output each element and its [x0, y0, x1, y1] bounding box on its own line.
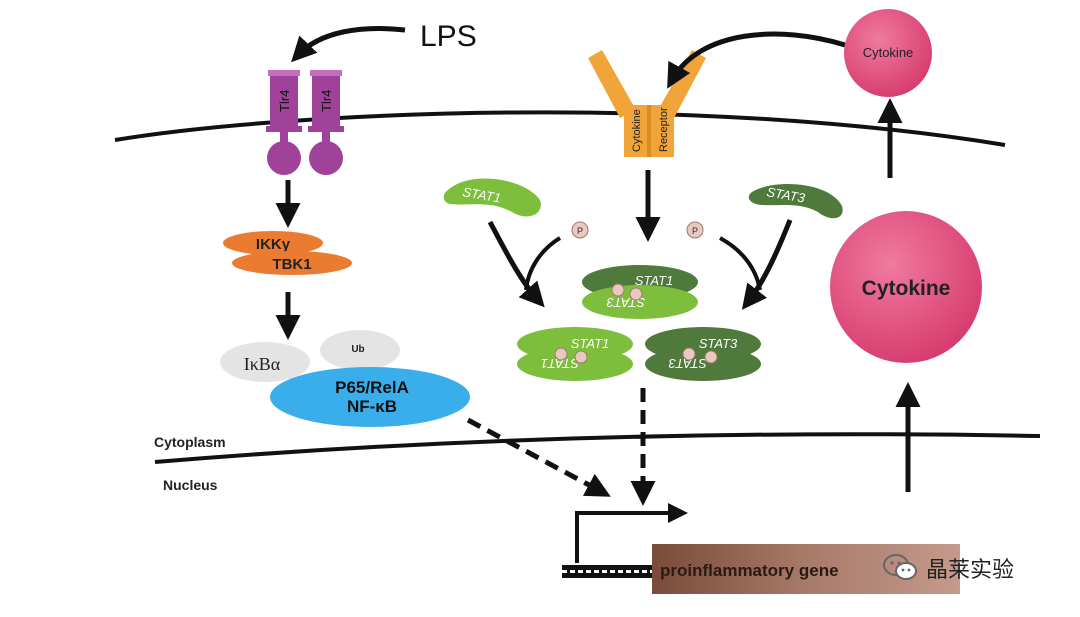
stat3-phospho-join	[719, 236, 762, 291]
tlr4-right-label: Tlr4	[319, 90, 334, 112]
lps-label: LPS	[420, 20, 477, 53]
nfkb-bubble	[270, 367, 470, 427]
watermark-text: 晶莱实验	[926, 558, 1015, 583]
dna-strand	[562, 565, 652, 578]
tlr4-receptor-pair: Tlr4 Tlr4	[266, 70, 344, 175]
wechat-icon	[883, 554, 917, 580]
homo3-top-label: STAT3	[699, 336, 738, 351]
ikk-gamma-label: IKKγ	[256, 236, 291, 253]
homo1-bottom-label: STAT1	[541, 356, 580, 371]
nfkb-complex: IκBα Ub P65/RelA NF-κB	[220, 330, 470, 427]
phosphate-right: P	[686, 221, 704, 239]
stat1-monomer	[443, 178, 541, 217]
stat1-monomer-label: STAT1	[461, 184, 502, 205]
proinflammatory-gene-label: proinflammatory gene	[660, 561, 839, 580]
p65-label: P65/RelA	[335, 378, 409, 397]
stat3-monomer-label: STAT3	[765, 184, 806, 206]
cell-membrane	[114, 110, 1006, 147]
receptor-right-label: Receptor	[658, 107, 670, 152]
arrow-cytokine-to-receptor	[667, 31, 846, 89]
stat1-homodimer: STAT1 STAT1	[517, 327, 633, 381]
receptor-left-label: Cytokine	[631, 109, 643, 152]
stat3-monomer	[748, 183, 843, 219]
phosphate-left-label: P	[577, 226, 583, 236]
ub-label: Ub	[351, 344, 364, 355]
het-stat1-label: STAT1	[635, 273, 674, 288]
homo1-top-label: STAT1	[571, 336, 610, 351]
cytokine-secreted-label: Cytokine	[863, 45, 914, 60]
nfkb-label: NF-κB	[347, 397, 397, 416]
cytoplasm-label: Cytoplasm	[154, 434, 226, 450]
watermark: 晶莱实验	[882, 548, 1062, 588]
ikba-label: IκBα	[244, 354, 281, 374]
stat3-homodimer: STAT3 STAT3	[645, 327, 761, 381]
stat1-phospho-join	[524, 236, 562, 291]
arrow-stat1-phosphorylation	[487, 220, 545, 308]
tbk1-label: TBK1	[272, 256, 311, 273]
transcription-start-arrow	[575, 503, 688, 563]
phosphate-left: P	[571, 221, 589, 239]
cytokine-receptor: Cytokine Receptor	[588, 50, 706, 157]
ikk-gamma	[223, 231, 323, 255]
phosphate-right-label: P	[692, 226, 698, 236]
nuclear-membrane	[154, 432, 1041, 464]
ub-bubble	[320, 330, 400, 370]
arrow-nfkb-to-gene	[466, 417, 611, 497]
cytokine-produced	[830, 211, 982, 363]
nucleus-label: Nucleus	[163, 477, 218, 493]
ikba-bubble	[220, 342, 310, 382]
cytokine-produced-label: Cytokine	[862, 277, 951, 300]
homo3-bottom-label: STAT3	[668, 356, 707, 371]
tlr4-left-label: Tlr4	[277, 90, 292, 112]
arrow-stat3-phosphorylation	[741, 219, 793, 310]
cytokine-secreted	[844, 9, 932, 97]
stat1-stat3-heterodimer: STAT1 STAT3	[582, 265, 698, 319]
tbk1	[232, 251, 352, 275]
lps-arrow	[291, 25, 406, 63]
